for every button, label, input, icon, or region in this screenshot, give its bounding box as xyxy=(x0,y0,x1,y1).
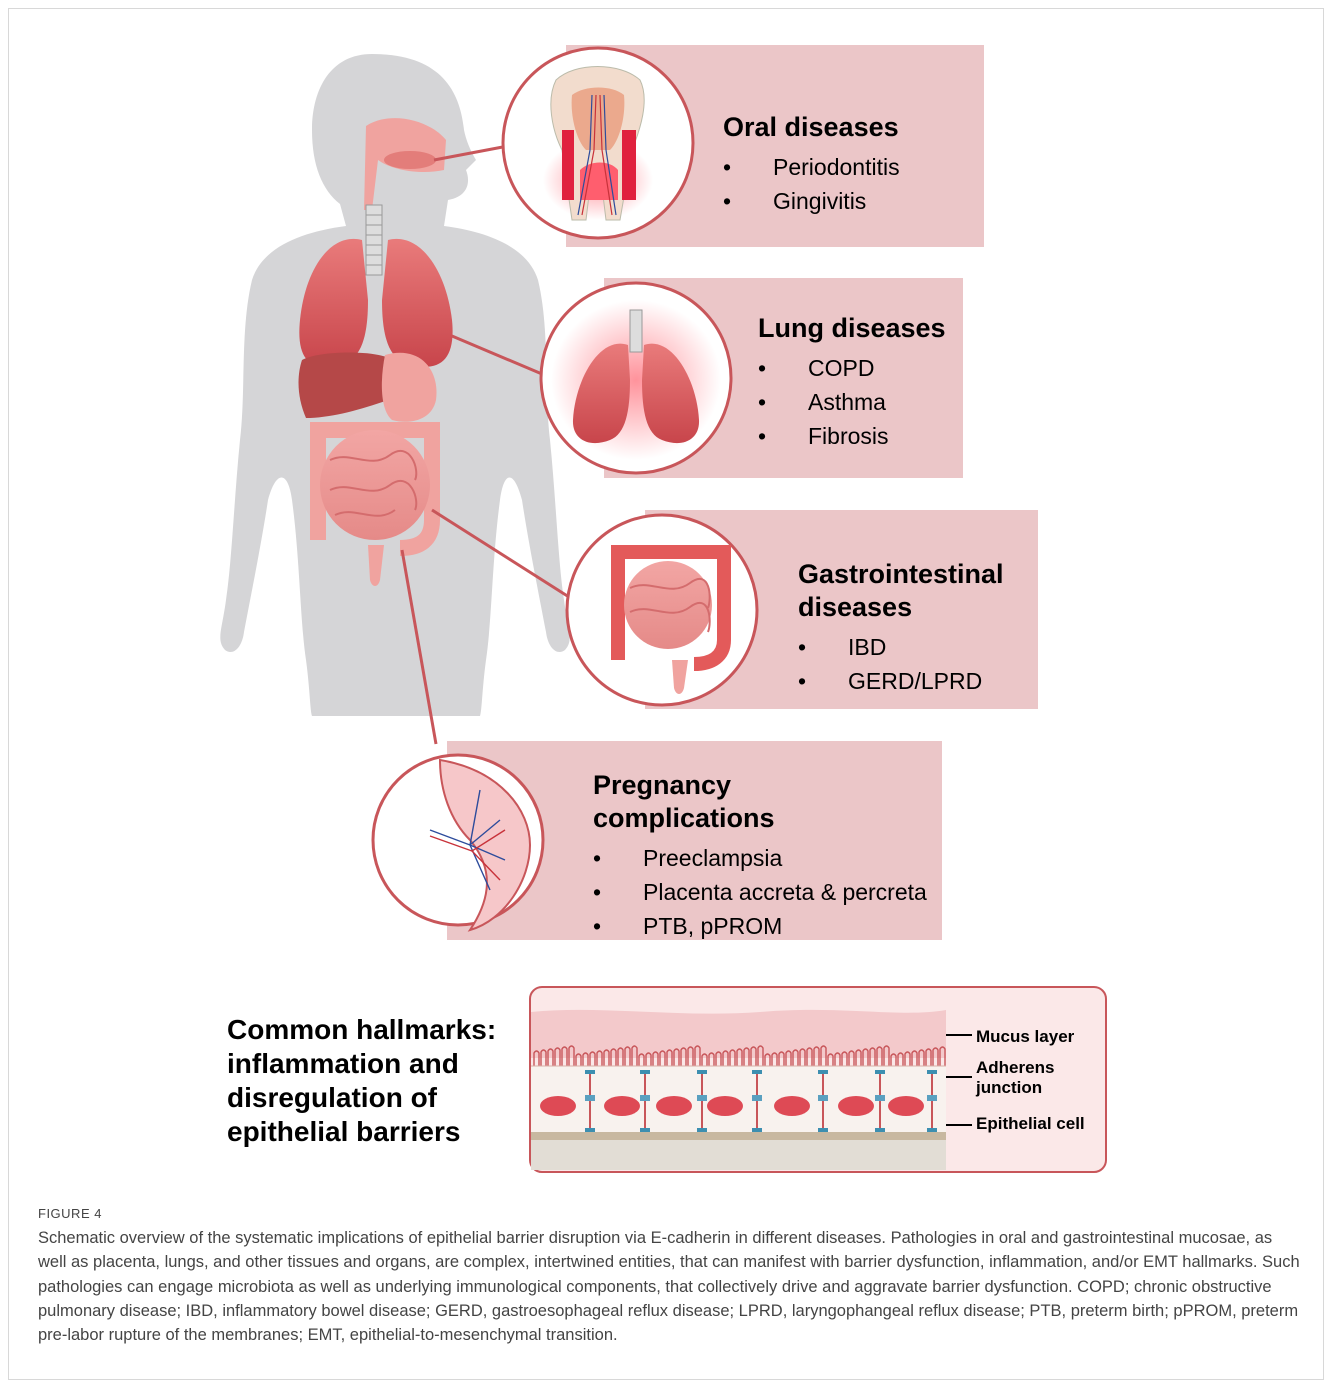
adherens-junction xyxy=(585,1095,595,1101)
figure-caption: Schematic overview of the systematic imp… xyxy=(38,1226,1300,1347)
junction-marker xyxy=(585,1128,595,1132)
junction-marker xyxy=(640,1070,650,1074)
junction-marker xyxy=(927,1070,937,1074)
junction-marker xyxy=(697,1128,707,1132)
cell-nucleus xyxy=(707,1096,743,1116)
junction-marker xyxy=(752,1070,762,1074)
oral-disease-illustration xyxy=(503,48,693,238)
junction-marker xyxy=(875,1128,885,1132)
cell-nucleus xyxy=(888,1096,924,1116)
lung-disease-illustration xyxy=(541,283,731,473)
junction-marker xyxy=(697,1070,707,1074)
adherens-junction xyxy=(927,1095,937,1101)
junction-marker xyxy=(752,1128,762,1132)
mucus-layer-label: Mucus layer xyxy=(976,1027,1074,1047)
junction-marker xyxy=(818,1128,828,1132)
adherens-junction xyxy=(875,1095,885,1101)
hallmarks-title: Common hallmarks: inflammation and disre… xyxy=(227,1013,517,1149)
junction-marker xyxy=(875,1070,885,1074)
epithelial-cell-label: Epithelial cell xyxy=(976,1114,1085,1134)
adherens-junction xyxy=(752,1095,762,1101)
figure-label: FIGURE 4 xyxy=(38,1206,102,1221)
cell-nucleus xyxy=(604,1096,640,1116)
cell-nucleus xyxy=(774,1096,810,1116)
gi-disease-illustration xyxy=(567,515,757,705)
cell-nucleus xyxy=(838,1096,874,1116)
junction-marker xyxy=(640,1128,650,1132)
adherens-junction xyxy=(818,1095,828,1101)
diagram-illustration xyxy=(0,0,1333,1200)
junction-marker xyxy=(818,1070,828,1074)
placenta-illustration xyxy=(373,755,543,930)
adherens-junction xyxy=(697,1095,707,1101)
adherens-junction xyxy=(640,1095,650,1101)
cell-nucleus xyxy=(656,1096,692,1116)
junction-marker xyxy=(927,1128,937,1132)
cell-nucleus xyxy=(540,1096,576,1116)
junction-marker xyxy=(585,1070,595,1074)
